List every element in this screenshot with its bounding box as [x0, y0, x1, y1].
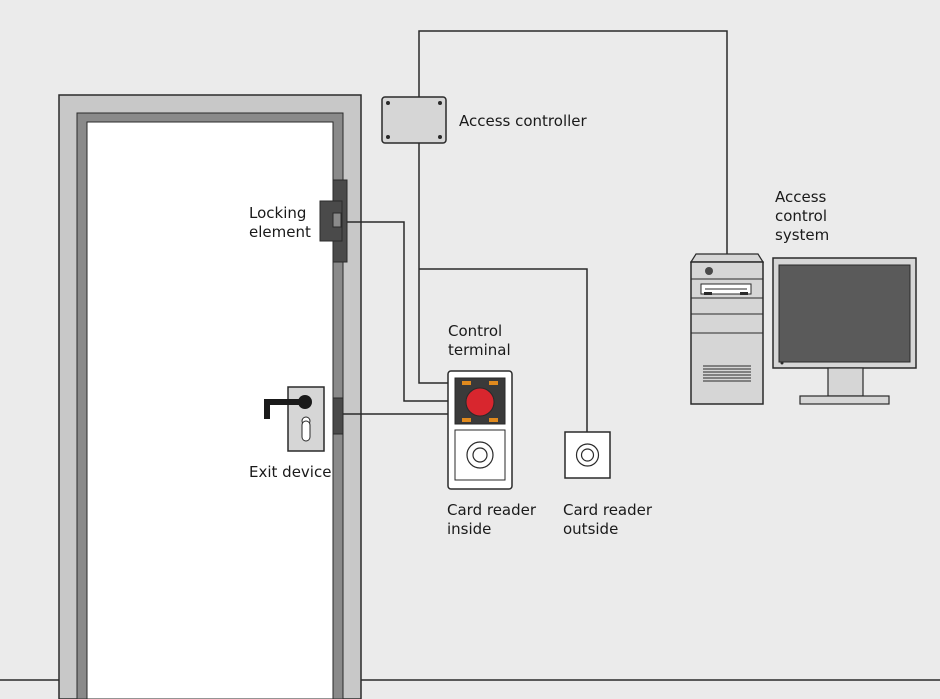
indicator-light	[462, 381, 471, 385]
label-control-terminal: Control terminal	[448, 322, 511, 360]
label-line: Card reader	[563, 501, 653, 519]
label-access-controller: Access controller	[459, 112, 587, 130]
computer-monitor	[772, 257, 917, 405]
monitor-screen	[778, 264, 911, 363]
label-locking-element: Locking element	[249, 204, 311, 242]
label-card-reader-outside: Card reader outside	[563, 501, 652, 539]
wiring	[343, 30, 728, 432]
label-line: system	[775, 226, 830, 244]
label-line: Control	[448, 322, 503, 340]
emergency-button	[465, 387, 495, 417]
label-line: element	[249, 223, 311, 241]
label-line: Card reader	[447, 501, 537, 519]
control-terminal	[447, 370, 513, 490]
handle-knob	[298, 395, 312, 409]
indicator-light	[489, 418, 498, 422]
label-card-reader-inside: Card reader inside	[447, 501, 536, 539]
label-line: Access	[775, 188, 827, 206]
label-exit-device: Exit device	[249, 463, 332, 481]
label-line: outside	[563, 520, 619, 538]
access-controller-box	[381, 96, 447, 144]
label-line: Locking	[249, 204, 307, 222]
label-access-control-system: Access control system	[775, 188, 829, 245]
locking-element	[319, 179, 348, 263]
card-reader-outside	[564, 431, 611, 479]
label-line: inside	[447, 520, 492, 538]
card-reader-inside-panel	[454, 429, 506, 481]
computer-tower	[689, 253, 765, 405]
label-line: terminal	[448, 341, 511, 359]
exit-device	[264, 386, 344, 452]
indicator-light	[489, 381, 498, 385]
indicator-light	[462, 418, 471, 422]
label-line: control	[775, 207, 827, 225]
